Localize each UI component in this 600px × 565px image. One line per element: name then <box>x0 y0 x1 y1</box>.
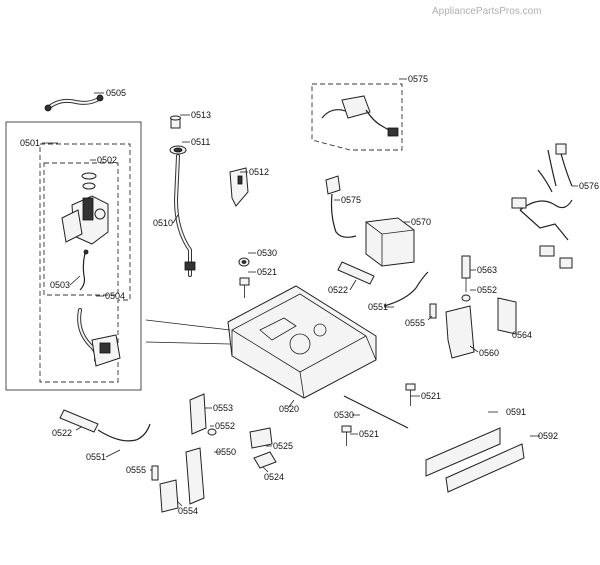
box-0575 <box>311 83 403 151</box>
label-0551-upper: 0551 <box>368 302 388 312</box>
label-0552-upper: 0552 <box>477 285 497 295</box>
hose-0503 <box>79 249 87 291</box>
rod-0530-lower[interactable] <box>343 395 409 429</box>
label-0505: 0505 <box>106 88 126 98</box>
clip-0552-lower[interactable] <box>207 428 217 436</box>
clip-0555-upper[interactable] <box>429 303 437 319</box>
label-0524: 0524 <box>264 472 284 482</box>
label-0525: 0525 <box>273 441 293 451</box>
clip-0555-lower[interactable] <box>151 465 159 481</box>
bracket-0560[interactable] <box>445 305 475 359</box>
label-0522-upper: 0522 <box>328 285 348 295</box>
switch-0563[interactable] <box>461 255 471 292</box>
label-0575-mid: 0575 <box>341 195 361 205</box>
assembly-0501-dashed-outline <box>39 143 131 383</box>
label-0555-lower: 0555 <box>126 465 146 475</box>
strip-0522-upper[interactable] <box>337 261 375 285</box>
label-0521-right: 0521 <box>421 391 441 401</box>
bracket-0512[interactable] <box>229 167 249 207</box>
label-0503: 0503 <box>50 280 70 290</box>
label-0522-lower: 0522 <box>52 428 72 438</box>
label-0564: 0564 <box>512 330 532 340</box>
label-0563: 0563 <box>477 265 497 275</box>
panel-0592[interactable] <box>445 443 525 493</box>
label-0592: 0592 <box>538 431 558 441</box>
clamp-0511[interactable] <box>169 145 187 155</box>
label-0591: 0591 <box>506 407 526 417</box>
assembly-0502-dashed-box <box>43 162 119 296</box>
label-0550: 0550 <box>216 447 236 457</box>
bracket-0553[interactable] <box>189 393 207 435</box>
bracket-0564[interactable] <box>497 297 517 335</box>
label-0555-upper: 0555 <box>405 318 425 328</box>
bushing-0530-upper[interactable] <box>238 257 250 267</box>
panel-0591[interactable] <box>425 427 501 477</box>
cable-0551-lower[interactable] <box>97 423 151 442</box>
sensor-0575[interactable] <box>325 175 357 238</box>
label-0553: 0553 <box>213 403 233 413</box>
label-0554: 0554 <box>178 506 198 516</box>
label-0513: 0513 <box>191 110 211 120</box>
label-0512: 0512 <box>249 167 269 177</box>
strip-0522-lower[interactable] <box>59 409 99 433</box>
screw-0521-lower[interactable] <box>341 425 352 446</box>
label-0575-top: 0575 <box>408 74 428 84</box>
label-0501: 0501 <box>20 138 40 148</box>
float-0524[interactable] <box>253 451 277 469</box>
cable-0551-upper[interactable] <box>383 271 429 307</box>
label-0570: 0570 <box>411 217 431 227</box>
label-0560: 0560 <box>479 348 499 358</box>
watermark: AppliancePartsPros.com <box>432 6 542 17</box>
screw-0521-upper[interactable] <box>239 277 250 298</box>
screw-0521-right[interactable] <box>405 383 416 406</box>
label-0510: 0510 <box>153 218 173 228</box>
flow-valve-0504 <box>91 334 121 367</box>
label-0504: 0504 <box>105 291 125 301</box>
label-0552-lower: 0552 <box>215 421 235 431</box>
assembly-0501-outer-box <box>5 121 142 391</box>
callout-labels: 0505 0513 0511 0501 0502 0512 0510 0503 … <box>20 74 599 516</box>
inlet-valve[interactable] <box>61 172 109 245</box>
label-0576: 0576 <box>579 181 599 191</box>
label-0511: 0511 <box>191 137 210 147</box>
bracket-0550[interactable] <box>185 447 205 505</box>
hose-0503-fitting <box>83 249 89 255</box>
main-wire-harness-0576[interactable] <box>511 143 573 269</box>
label-0502: 0502 <box>97 155 117 165</box>
label-0551-lower: 0551 <box>86 452 106 462</box>
base-frame-0520[interactable] <box>227 285 377 399</box>
label-0530-lower: 0530 <box>334 410 354 420</box>
wire-harness-0575[interactable] <box>321 95 399 137</box>
switch-0525[interactable] <box>249 427 273 449</box>
label-0520: 0520 <box>279 404 299 414</box>
label-0521-upper: 0521 <box>257 267 277 277</box>
bracket-0554[interactable] <box>159 479 179 513</box>
label-0521-lower: 0521 <box>359 429 379 439</box>
label-0530-upper: 0530 <box>257 248 277 258</box>
cap-0513[interactable] <box>170 115 181 129</box>
clip-0552-upper[interactable] <box>461 294 471 302</box>
control-module-0570[interactable] <box>365 217 415 267</box>
